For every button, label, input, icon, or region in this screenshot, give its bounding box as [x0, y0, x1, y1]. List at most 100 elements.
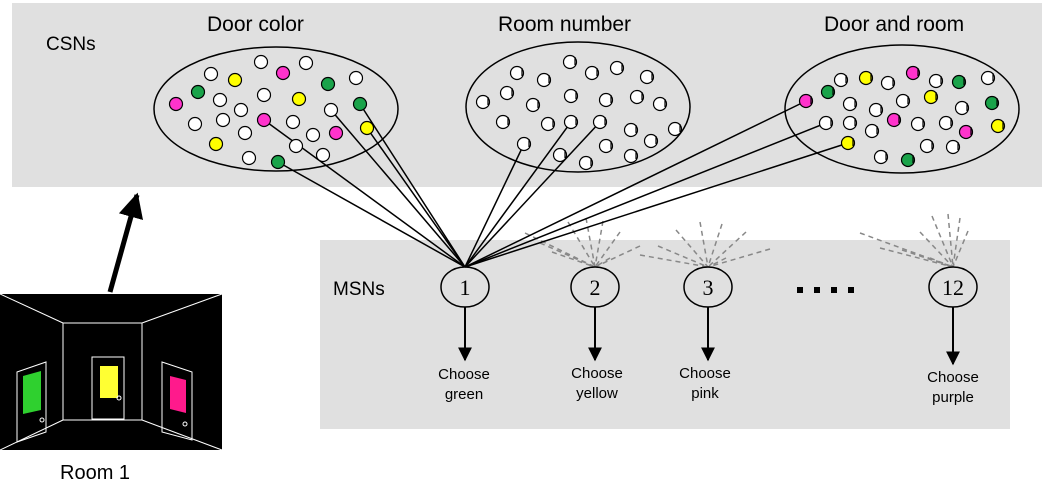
- neuron-room-number: [639, 69, 655, 85]
- room-label: Room 1: [60, 462, 131, 484]
- projection-solid: [464, 142, 849, 268]
- neuron-door-and-room: [958, 124, 974, 140]
- neuron-room-number: [563, 114, 579, 130]
- projection-dashed: [931, 215, 954, 268]
- neuron-door-and-room: [980, 70, 996, 86]
- neuron-door-and-room: [951, 74, 967, 90]
- neuron-door-and-room: [895, 93, 911, 109]
- choice-msn-3: Choose pink: [660, 364, 750, 404]
- neuron-door-and-room: [880, 75, 896, 91]
- neuron-room-number: [592, 114, 608, 130]
- msn-panel: [320, 240, 1010, 429]
- choice-msn-12: Choose purple: [908, 368, 998, 408]
- msn-panel-label: MSNs: [333, 279, 385, 300]
- projection-dashed: [539, 242, 596, 268]
- neuron-door-and-room: [923, 89, 939, 105]
- neuron-door-and-room: [818, 115, 834, 131]
- projection-dashed: [707, 231, 747, 268]
- choice-msn-1: Choose green: [419, 365, 509, 405]
- neuron-door-and-room: [938, 115, 954, 131]
- projection-dashed: [657, 245, 709, 268]
- projection-solid: [277, 161, 466, 268]
- neuron-door-and-room: [868, 102, 884, 118]
- neuron-room-number: [667, 121, 683, 137]
- neuron-door-color: [256, 112, 272, 128]
- neuron-door-color: [298, 55, 314, 71]
- projection-dashed: [879, 247, 954, 268]
- choice-msn-2-line2: yellow: [576, 385, 618, 402]
- cluster-title-room-number: Room number: [498, 13, 632, 36]
- neuron-door-color: [275, 65, 291, 81]
- neuron-door-color: [270, 154, 286, 170]
- neuron-door-and-room: [945, 139, 961, 155]
- neuron-door-and-room: [842, 115, 858, 131]
- projection-dashed: [551, 251, 596, 268]
- neuron-door-and-room: [833, 72, 849, 88]
- neuron-door-color: [359, 120, 375, 136]
- neuron-room-number: [623, 122, 639, 138]
- neuron-room-number: [563, 88, 579, 104]
- neuron-room-number: [578, 155, 594, 171]
- input-arrow: [107, 192, 144, 293]
- neuron-door-and-room: [910, 116, 926, 132]
- projection-dashed: [594, 231, 621, 268]
- neuron-door-color: [288, 138, 304, 154]
- neuron-door-and-room: [984, 95, 1000, 111]
- neuron-door-and-room: [990, 118, 1006, 134]
- projection-dashed: [639, 254, 709, 268]
- neuron-door-color: [237, 125, 253, 141]
- neuron-door-color: [328, 125, 344, 141]
- choice-msn-2: Choose yellow: [552, 364, 642, 404]
- neuron-door-and-room: [919, 138, 935, 154]
- projection-dashed: [594, 220, 604, 268]
- neuron-door-color: [190, 84, 206, 100]
- cluster-door-color: [153, 46, 399, 172]
- neuron-door-color: [168, 96, 184, 112]
- neuron-room-number: [495, 114, 511, 130]
- neuron-door-color: [256, 87, 272, 103]
- room-image: [0, 293, 223, 451]
- room-door-center-panel: [100, 366, 118, 398]
- projection-dashed: [707, 248, 771, 268]
- neuron-room-number: [540, 116, 556, 132]
- neuron-door-color: [253, 54, 269, 70]
- neuron-room-number: [623, 148, 639, 164]
- projection-solid: [464, 121, 572, 268]
- neuron-room-number: [525, 97, 541, 113]
- projection-dashed: [675, 229, 709, 268]
- neuron-door-and-room: [873, 149, 889, 165]
- neuron-door-and-room: [900, 152, 916, 168]
- projection-solid: [464, 143, 525, 268]
- room-door-left-panel: [23, 371, 41, 414]
- choice-msn-12-line1: Choose: [927, 369, 979, 386]
- neuron-door-color: [285, 114, 301, 130]
- neuron-room-number: [499, 85, 515, 101]
- choice-msn-3-line1: Choose: [679, 365, 731, 382]
- projection-dashed: [952, 230, 969, 268]
- projection-dashed: [929, 257, 954, 268]
- cluster-title-door-and-room: Door and room: [824, 13, 965, 36]
- neuron-room-number: [598, 92, 614, 108]
- projection-solid: [330, 109, 466, 268]
- projection-solid: [464, 122, 827, 268]
- cluster-room-number: [465, 41, 691, 173]
- neuron-door-and-room: [842, 96, 858, 112]
- neuron-door-and-room: [886, 112, 902, 128]
- neuron-door-color: [208, 136, 224, 152]
- neuron-door-color: [323, 102, 339, 118]
- projection-solid: [366, 127, 466, 268]
- projection-dashed: [707, 223, 723, 268]
- projection-solid: [464, 100, 807, 268]
- neuron-door-color: [320, 76, 336, 92]
- neuron-room-number: [536, 72, 552, 88]
- neuron-room-number: [643, 133, 659, 149]
- projection-solid: [464, 121, 601, 268]
- neuron-room-number: [562, 54, 578, 70]
- msn-number-12: 12: [942, 275, 964, 300]
- neuron-door-and-room: [858, 70, 874, 86]
- neuron-door-and-room: [864, 123, 880, 139]
- msn-number-2: 2: [589, 275, 601, 300]
- projection-dashed: [594, 257, 611, 268]
- cluster-door-and-room: [784, 44, 1020, 174]
